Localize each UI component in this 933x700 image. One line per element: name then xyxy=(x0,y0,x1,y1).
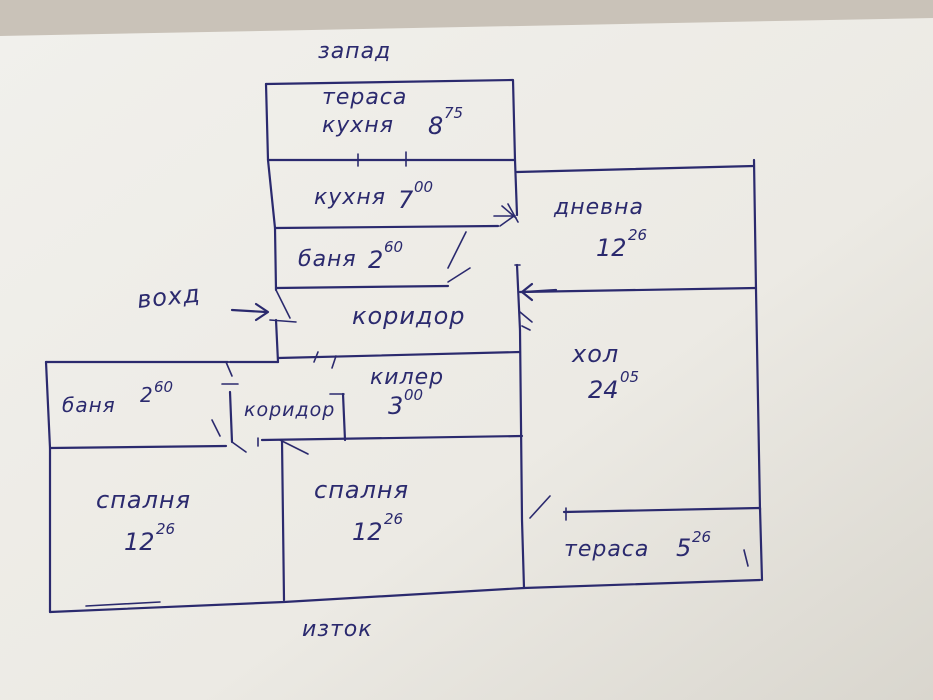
room-hall-area-sup: 05 xyxy=(620,368,639,386)
room-hall-area: 24 xyxy=(588,376,619,404)
room-terrace-east-label: тераса xyxy=(564,537,649,562)
room-bath-left-label: баня xyxy=(62,393,116,417)
room-bath-top-area: 2 xyxy=(368,246,383,274)
room-corridor-main-label: коридор xyxy=(352,302,466,330)
room-corridor-small-label: коридор xyxy=(244,399,335,421)
room-bedroom-right-label: спалня xyxy=(314,476,409,504)
room-terrace-east-area-sup: 26 xyxy=(692,528,711,546)
doors xyxy=(211,151,749,567)
room-terrace-kitchen-area-sup: 75 xyxy=(444,104,463,122)
room-cellar-label: килер xyxy=(370,365,444,390)
entrance-label: вохд xyxy=(136,279,202,313)
room-cellar-area: 3 xyxy=(388,392,403,420)
room-kitchen-area: 7 xyxy=(398,186,414,214)
room-bath-left-area-sup: 60 xyxy=(154,378,173,396)
room-bath-top-label: баня xyxy=(298,247,357,272)
room-living-area: 12 xyxy=(596,234,627,262)
room-living-label: дневна xyxy=(553,195,644,220)
hall-arrow xyxy=(520,282,558,302)
room-living-area-sup: 26 xyxy=(628,226,647,244)
paper-sheet xyxy=(0,18,933,700)
room-kitchen-area-sup: 00 xyxy=(414,178,433,196)
walls xyxy=(44,78,764,614)
room-terrace-kitchen-area: 8 xyxy=(428,112,443,140)
entrance-arrow xyxy=(230,302,270,322)
room-terrace-kitchen-line2: кухня xyxy=(322,113,394,138)
compass-east-label: изток xyxy=(302,617,373,642)
compass-west-label: запад xyxy=(318,39,391,64)
room-hall-label: хол xyxy=(571,340,619,368)
room-bedroom-left-area-sup: 26 xyxy=(156,520,175,538)
room-bedroom-left-label: спалня xyxy=(96,486,191,514)
room-kitchen-label: кухня xyxy=(314,185,386,210)
room-terrace-kitchen-line1: тераса xyxy=(322,85,407,110)
room-cellar-area-sup: 00 xyxy=(404,386,423,404)
room-bath-left-area: 2 xyxy=(140,383,153,407)
room-terrace-east-area: 5 xyxy=(676,534,691,562)
room-bedroom-left-area: 12 xyxy=(124,528,155,556)
room-bedroom-right-area: 12 xyxy=(352,518,383,546)
room-bedroom-right-area-sup: 26 xyxy=(384,510,403,528)
room-bath-top-area-sup: 60 xyxy=(384,238,403,256)
